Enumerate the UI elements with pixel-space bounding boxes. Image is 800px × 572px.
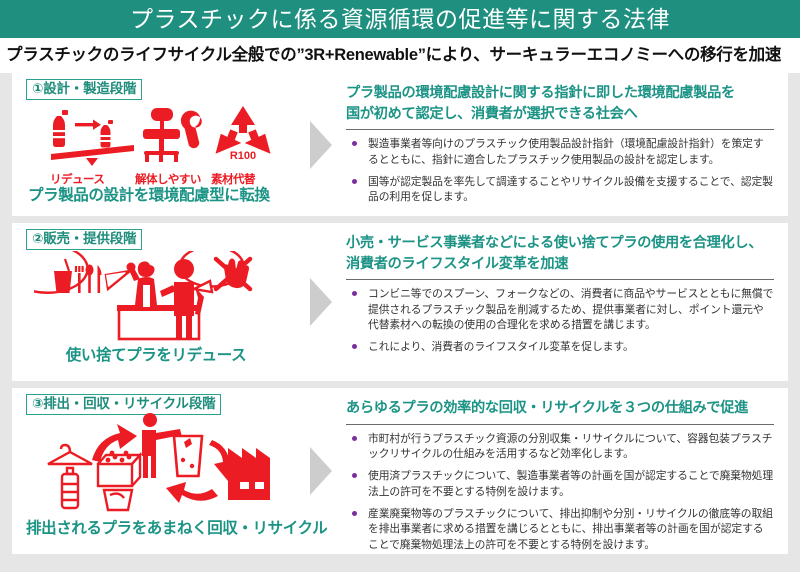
list-item: 使用済プラスチックについて、製造事業者等の計画を国が認定することで廃棄物処理法上… [346,469,774,500]
section-discharge-collection-recycle: ③排出・回収・リサイクル段階 [12,388,788,554]
section1-caption: プラ製品の設計を環境配慮型に転換 [28,187,270,204]
list-item: 製造事業者等向けのプラスチック使用製品設計指針（環境配慮設計指針）を策定するとと… [346,137,774,168]
section1-divider [346,129,774,131]
section3-divider [346,423,774,425]
section1-icon-zone: リデュース [12,73,300,216]
icon-label-reduce: リデュース [50,174,105,186]
section1-headline: プラ製品の環境配慮設計に関する指針に即した環境配慮製品を 国が初めて認定し、消費… [346,83,774,124]
section1-headline-line2: 国が初めて認定し、消費者が選択できる社会へ [346,105,638,122]
stage-badge-1: ①設計・製造段階 [26,79,143,100]
section3-headline-line1: あらゆるプラの効率的な回収・リサイクルを３つの仕組みで促進 [346,400,749,416]
hanger-bottle-bucket-crate-icon [47,443,143,512]
stage-badge-3: ③排出・回収・リサイクル段階 [26,394,222,415]
list-item: 産業廃棄物等のプラスチックについて、排出抑制や分別・リサイクルの徹底等の取組を排… [346,507,774,553]
section1-arrow [300,73,342,216]
triangle-right-icon [310,120,332,169]
cup-cutlery-speech-bubble-icon [34,251,135,294]
arrow-up-right-icon [92,424,137,462]
triangle-right-icon [310,278,332,326]
recycle-r100-badge-text: R100 [230,150,256,160]
section-design-manufacture: ①設計・製造段階 [12,73,788,216]
chair-wrench-icon [143,108,202,162]
title-bar: プラスチックに係る資源循環の促進等に関する法律 [0,0,800,38]
crate-contents [105,450,132,463]
section1-visual-column: ①設計・製造段階 [12,73,300,216]
list-item: コンビニ等でのスプーン、フォークなどの、消費者に商品やサービスとともに無償で提供… [346,287,774,333]
section2-text-column: 小売・サービス事業者などによる使い捨てプラの使用を合理化し、 消費者のライフスタ… [342,223,788,381]
recycle-r100-icon: R100 [215,106,271,160]
icon-label-material-substitute: 素材代替 [211,174,256,186]
subtitle-bar: プラスチックのライフサイクル全般での”3R+Renewable”により、サーキュ… [0,38,800,73]
section3-caption: 排出されるプラをあまねく回収・リサイクル [26,520,328,537]
section-sale-provision: ②販売・提供段階 [12,223,788,381]
stage-badge-2: ②販売・提供段階 [26,229,143,250]
section3-bullet-list: 市町村が行うプラスチック資源の分別収集・リサイクルについて、容器包装プラスチック… [346,432,774,553]
section1-bullet-list: 製造事業者等向けのプラスチック使用製品設計指針（環境配慮設計指針）を策定するとと… [346,137,774,205]
list-item: これにより、消費者のライフスタイル変革を促します。 [346,340,774,355]
recycle-cycle-icon [47,413,270,512]
list-item: 市町村が行うプラスチック資源の分別収集・リサイクルについて、容器包装プラスチック… [346,432,774,463]
section2-visual-column: ②販売・提供段階 [12,223,300,381]
section2-icon-zone [12,223,300,381]
refuse-hand-x-bubble-icon [178,251,253,294]
seesaw-bottles-icon [51,110,134,166]
icon-label-easy-disassembly: 解体しやすい [135,174,201,186]
section1-headline-line1: プラ製品の環境配慮設計に関する指針に即した環境配慮製品を [346,85,735,101]
factory-icon [228,448,270,500]
section2-headline: 小売・サービス事業者などによる使い捨てプラの使用を合理化し、 消費者のライフスタ… [346,233,774,274]
arrow-left-icon [166,482,218,503]
section2-caption: 使い捨てプラをリデュース [65,347,247,364]
page-title: プラスチックに係る資源循環の促進等に関する法律 [129,5,671,32]
subtitle-text: プラスチックのライフサイクル全般での”3R+Renewable”により、サーキュ… [6,46,782,65]
shop-scene-icon [34,251,253,341]
section3-text-column: あらゆるプラの効率的な回収・リサイクルを３つの仕組みで促進 市町村が行うプラスチ… [342,388,788,554]
section3-visual-column: ③排出・回収・リサイクル段階 [12,388,328,554]
customer-icon [160,259,204,340]
section2-divider [346,279,774,281]
section2-bullet-list: コンビニ等でのスプーン、フォークなどの、消費者に商品やサービスとともに無償で提供… [346,287,774,355]
section2-headline-line1: 小売・サービス事業者などによる使い捨てプラの使用を合理化し、 [346,235,763,251]
section2-arrow [300,223,342,381]
triangle-right-icon [310,447,332,495]
section3-arrow [300,388,342,554]
section3-headline: あらゆるプラの効率的な回収・リサイクルを３つの仕組みで促進 [346,398,774,419]
shop-staff-icon [126,261,157,307]
section3-icon-zone [12,388,300,554]
list-item: 国等が認定製品を率先して調達することやリサイクル設備を支援することで、認定製品の… [346,175,774,206]
person-trash-bin-icon [142,413,204,478]
section2-headline-line2: 消費者のライフスタイル変革を加速 [346,255,569,272]
section1-text-column: プラ製品の環境配慮設計に関する指針に即した環境配慮製品を 国が初めて認定し、消費… [342,73,788,216]
